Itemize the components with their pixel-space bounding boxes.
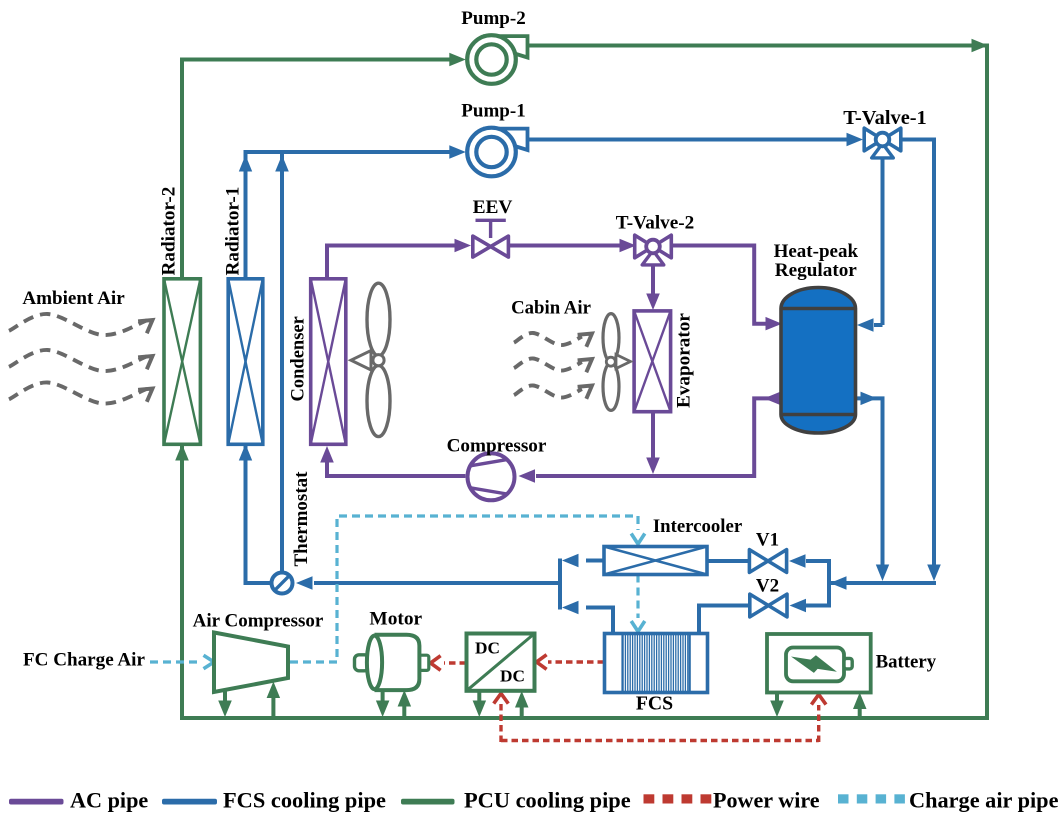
svg-text:Air Compressor: Air Compressor xyxy=(193,611,324,632)
svg-text:Motor: Motor xyxy=(369,609,422,630)
svg-text:FCS cooling pipe: FCS cooling pipe xyxy=(223,788,386,813)
svg-text:Condenser: Condenser xyxy=(289,316,309,401)
svg-text:Radiator-1: Radiator-1 xyxy=(223,187,244,276)
svg-text:Radiator-2: Radiator-2 xyxy=(159,187,180,276)
svg-text:Charge air pipe: Charge air pipe xyxy=(909,788,1059,813)
svg-text:Thermostat: Thermostat xyxy=(291,471,312,567)
svg-text:DC: DC xyxy=(500,667,525,686)
svg-text:Power wire: Power wire xyxy=(713,788,820,813)
svg-text:T-Valve-2: T-Valve-2 xyxy=(616,213,695,234)
svg-text:Evaporator: Evaporator xyxy=(674,313,695,408)
svg-text:AC pipe: AC pipe xyxy=(70,788,148,813)
svg-text:Intercooler: Intercooler xyxy=(653,516,742,537)
svg-text:V1: V1 xyxy=(756,529,779,550)
svg-text:V2: V2 xyxy=(756,576,779,597)
svg-text:DC: DC xyxy=(475,639,500,658)
svg-text:Cabin Air: Cabin Air xyxy=(511,298,591,319)
svg-text:Heat-peak: Heat-peak xyxy=(774,241,859,262)
svg-text:EEV: EEV xyxy=(473,197,513,218)
svg-text:FCS: FCS xyxy=(636,693,673,715)
svg-text:Pump-1: Pump-1 xyxy=(461,101,525,122)
svg-text:Regulator: Regulator xyxy=(775,260,858,281)
svg-text:FC Charge Air: FC Charge Air xyxy=(23,650,145,671)
svg-text:Battery: Battery xyxy=(876,652,937,673)
svg-text:Pump-2: Pump-2 xyxy=(461,8,525,29)
svg-text:PCU cooling pipe: PCU cooling pipe xyxy=(464,788,631,813)
svg-text:Ambient Air: Ambient Air xyxy=(22,288,125,309)
svg-text:Compressor: Compressor xyxy=(447,436,547,457)
svg-text:T-Valve-1: T-Valve-1 xyxy=(843,107,926,129)
